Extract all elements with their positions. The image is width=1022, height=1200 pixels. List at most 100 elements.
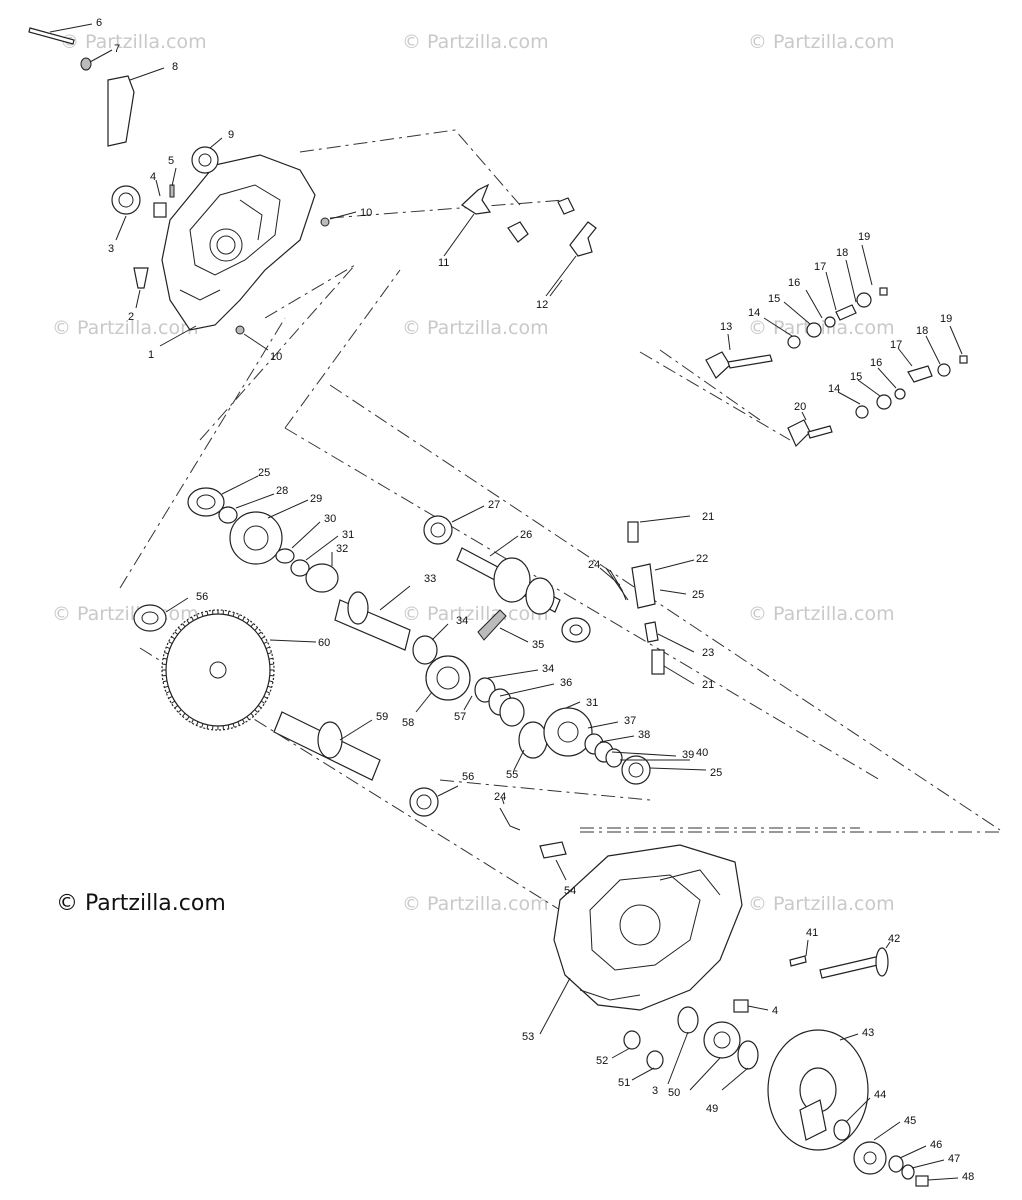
callout-25: 25 [258,467,270,479]
callout-18: 18 [916,325,928,337]
callout-16: 16 [870,357,882,369]
gear-tooth [164,685,169,688]
watermark: © Partzilla.com [60,31,207,53]
callout-24: 24 [588,559,600,571]
callout-46: 46 [930,1139,942,1151]
gear-tooth [250,712,254,717]
callout-55: 55 [506,769,518,781]
callout-5: 5 [168,155,174,167]
callout-23: 23 [702,647,714,659]
callout-21: 21 [702,679,714,691]
callout-3: 3 [652,1085,658,1097]
callout-45: 45 [904,1115,916,1127]
shift-forks [461,183,597,257]
watermark: © Partzilla.com [748,893,895,915]
callout-34: 34 [456,615,468,627]
gear-tooth [171,636,176,640]
callout-33: 33 [424,573,436,585]
callout-22: 22 [696,553,708,565]
callout-10: 10 [360,207,372,219]
callout-30: 30 [324,513,336,525]
gear-tooth [232,723,235,728]
callout-56: 56 [462,771,474,783]
callout-20: 20 [794,401,806,413]
watermark: © Partzilla.com [52,603,199,625]
gear-tooth [263,641,268,645]
copyright-notice: © Partzilla.com [56,891,226,916]
callout-19: 19 [940,313,952,325]
gear-teeth [162,610,274,730]
watermarks: © Partzilla.com © Partzilla.com © Partzi… [52,31,895,915]
callout-13: 13 [720,321,732,333]
gear-tooth [182,712,186,717]
callout-37: 37 [624,715,636,727]
gear-tooth [171,700,176,704]
gear-tooth [182,623,186,628]
gear-tooth [237,721,240,726]
gear-tooth [267,652,272,655]
gear-tooth [186,716,190,721]
callout-48: 48 [962,1171,974,1183]
detent-parts [499,807,567,859]
callout-6: 6 [96,17,102,29]
callout-19: 19 [858,231,870,243]
watermark: © Partzilla.com [52,317,199,339]
callout-40: 40 [696,747,708,759]
gear-tooth [263,695,268,699]
gear-tooth [267,685,272,688]
gear-tooth [260,636,265,640]
gear-tooth [227,611,230,616]
callout-41: 41 [806,927,818,939]
gear-tooth [268,680,274,683]
gear-tooth [178,709,182,713]
callout-51: 51 [618,1077,630,1089]
callout-12: 12 [536,299,548,311]
alignment-lines [119,129,1001,911]
gear-tooth [250,623,254,628]
watermark: © Partzilla.com [748,603,895,625]
callout-31: 31 [342,529,354,541]
mainshaft-upper [423,515,591,643]
callout-57: 57 [454,711,466,723]
callout-47: 47 [948,1153,960,1165]
callout-56: 56 [196,591,208,603]
callout-59: 59 [376,711,388,723]
callout-8: 8 [172,61,178,73]
callout-27: 27 [488,499,500,511]
callout-38: 38 [638,729,650,741]
large-final-gear [133,604,275,731]
callout-54: 54 [564,885,576,897]
gear-tooth [201,723,204,728]
gear-tooth [242,719,245,724]
small-parts-top-left [28,27,330,335]
callout-14: 14 [828,383,840,395]
callout-16: 16 [788,277,800,289]
callout-26: 26 [520,529,532,541]
callout-3: 3 [108,243,114,255]
callout-42: 42 [888,933,900,945]
gear-tooth [260,700,265,704]
output-shaft [273,711,439,817]
gear-tooth [166,690,171,694]
callout-44: 44 [874,1089,886,1101]
gear-tooth [178,627,182,631]
callout-21: 21 [702,511,714,523]
callout-52: 52 [596,1055,608,1067]
watermark: © Partzilla.com [402,31,549,53]
callout-34: 34 [542,663,554,675]
gear-tooth [237,614,240,619]
callout-31: 31 [586,697,598,709]
countershaft-gears [187,487,411,651]
gear-tooth [265,646,270,650]
gear-tooth [246,619,250,624]
callout-10: 10 [270,351,282,363]
gear-tooth [191,616,194,621]
gear-tooth [265,690,270,694]
gear-tooth [164,652,169,655]
gear-tooth [227,724,230,729]
gear-tooth [162,657,168,660]
gear-tooth [174,705,179,709]
callout-17: 17 [814,261,826,273]
gear-tooth [196,614,199,619]
gear-tooth [191,719,194,724]
